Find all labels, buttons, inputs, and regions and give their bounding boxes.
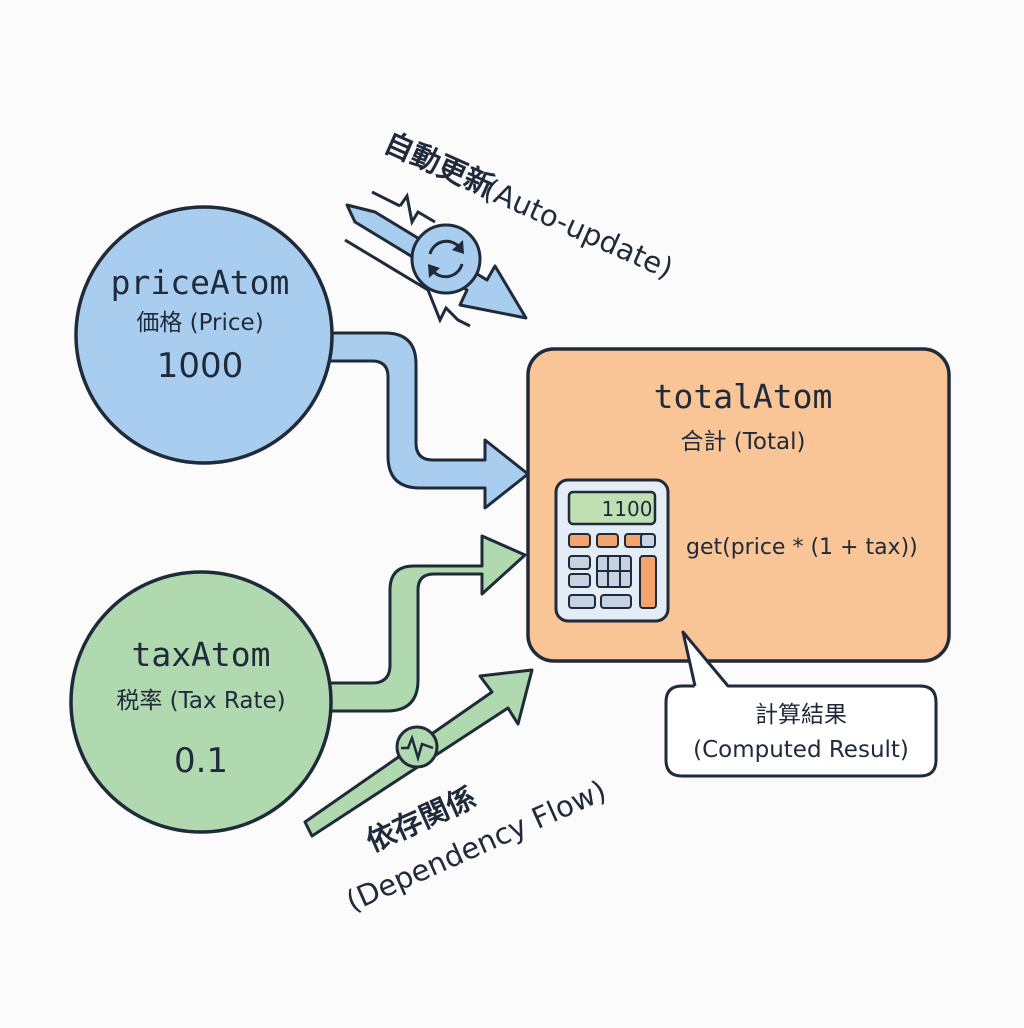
total-atom-label: 合計 (Total)	[681, 429, 806, 455]
price-atom-node: priceAtom 価格 (Price) 1000	[74, 205, 334, 465]
computed-result-jp: 計算結果	[755, 702, 847, 728]
tax-atom-label: 税率 (Tax Rate)	[116, 688, 285, 714]
price-to-total-arrow	[326, 331, 530, 510]
total-atom-formula: get(price * (1 + tax))	[686, 535, 918, 560]
sync-cycle-icon	[410, 223, 482, 295]
calculator-icon: 1100	[554, 478, 670, 623]
auto-update-jp: 自動更新	[379, 125, 499, 203]
calculator-display: 1100	[602, 497, 653, 521]
tax-atom-value: 0.1	[174, 741, 228, 781]
computed-result-callout: 計算結果 (Computed Result)	[664, 630, 938, 778]
tax-atom-node: taxAtom 税率 (Tax Rate) 0.1	[69, 570, 333, 834]
tax-atom-name: taxAtom	[131, 635, 270, 674]
price-atom-value: 1000	[157, 346, 244, 386]
tax-to-total-arrow	[326, 534, 527, 713]
price-atom-label: 価格 (Price)	[136, 310, 263, 336]
auto-update-en: (Auto-update)	[479, 172, 678, 286]
computed-result-en: (Computed Result)	[693, 737, 909, 763]
pulse-icon	[395, 725, 439, 769]
total-atom-name: totalAtom	[654, 377, 833, 416]
price-atom-name: priceAtom	[111, 263, 290, 302]
